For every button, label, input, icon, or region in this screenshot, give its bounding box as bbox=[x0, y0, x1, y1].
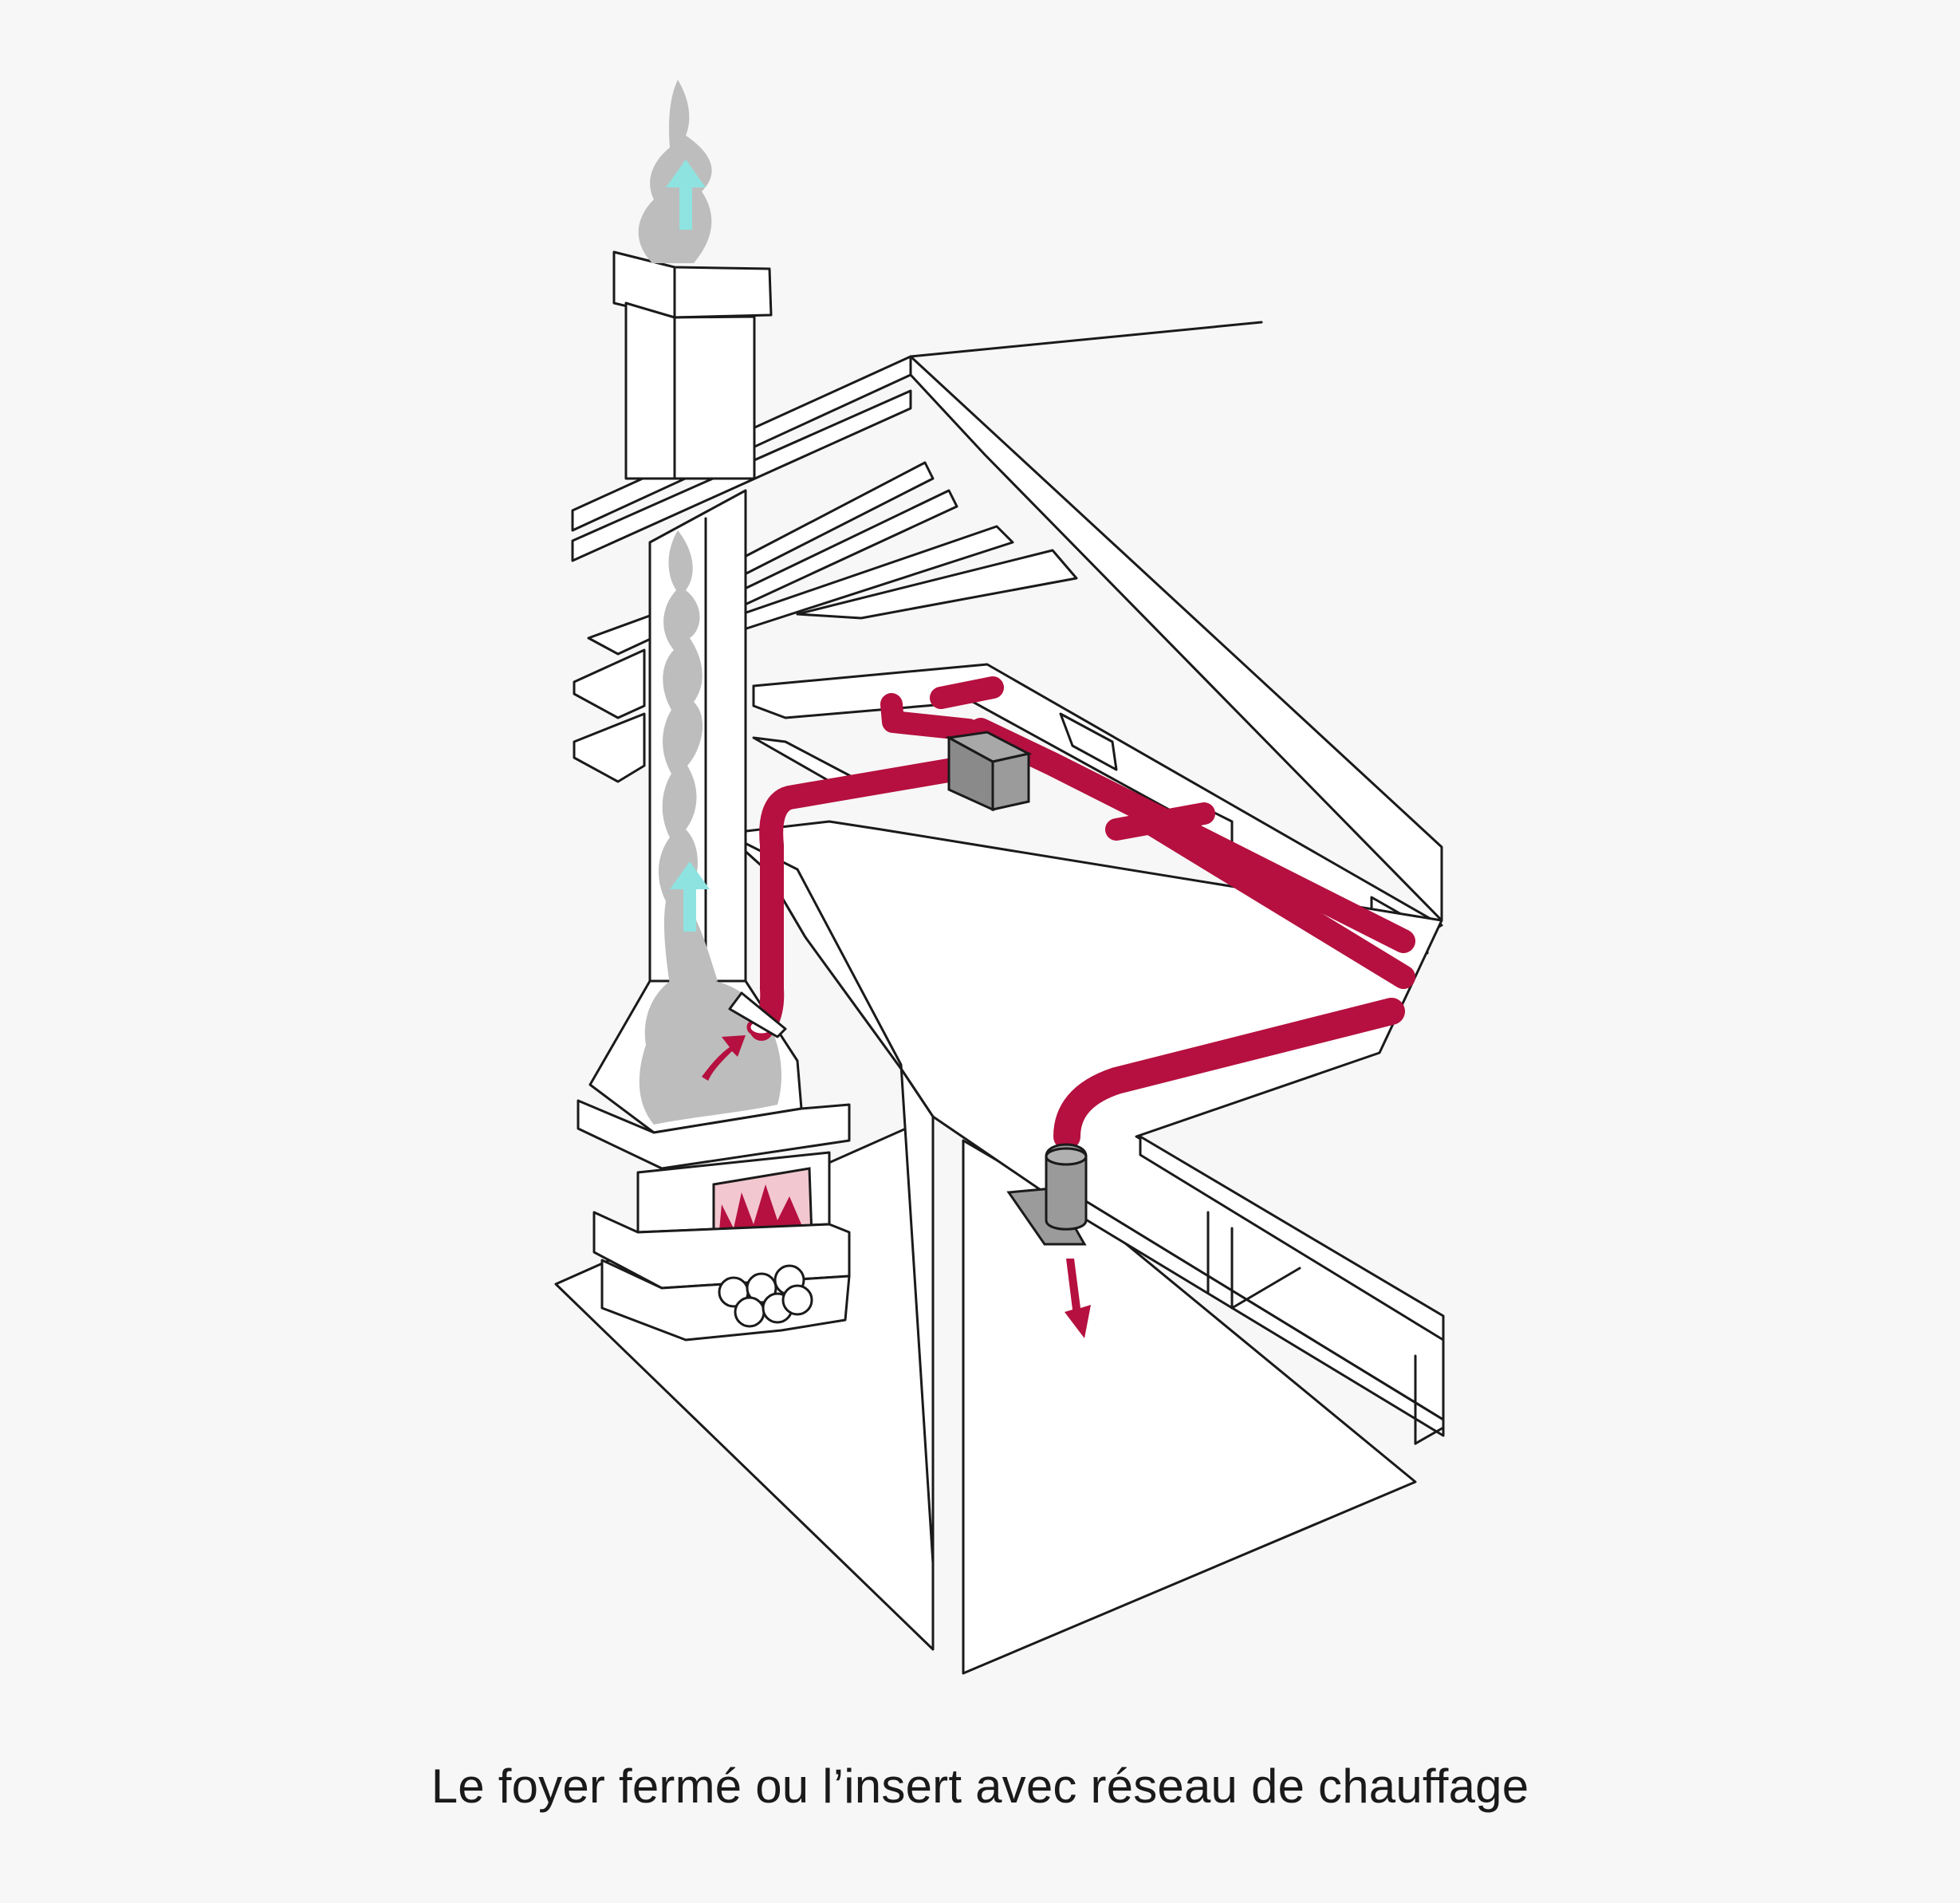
diagram-caption: Le foyer fermé ou l’insert avec réseau d… bbox=[431, 1759, 1529, 1813]
air-outlet-arrow-icon bbox=[1065, 1259, 1091, 1338]
upper-floor-plane bbox=[724, 820, 1445, 1565]
air-intake-arrow-icon bbox=[702, 1035, 746, 1081]
smoke-up-arrow-icon bbox=[666, 160, 710, 932]
log-icon bbox=[718, 1264, 813, 1328]
heating-duct-network bbox=[728, 676, 1415, 1150]
floor-vent bbox=[1006, 1143, 1088, 1246]
distribution-box bbox=[945, 731, 1033, 812]
